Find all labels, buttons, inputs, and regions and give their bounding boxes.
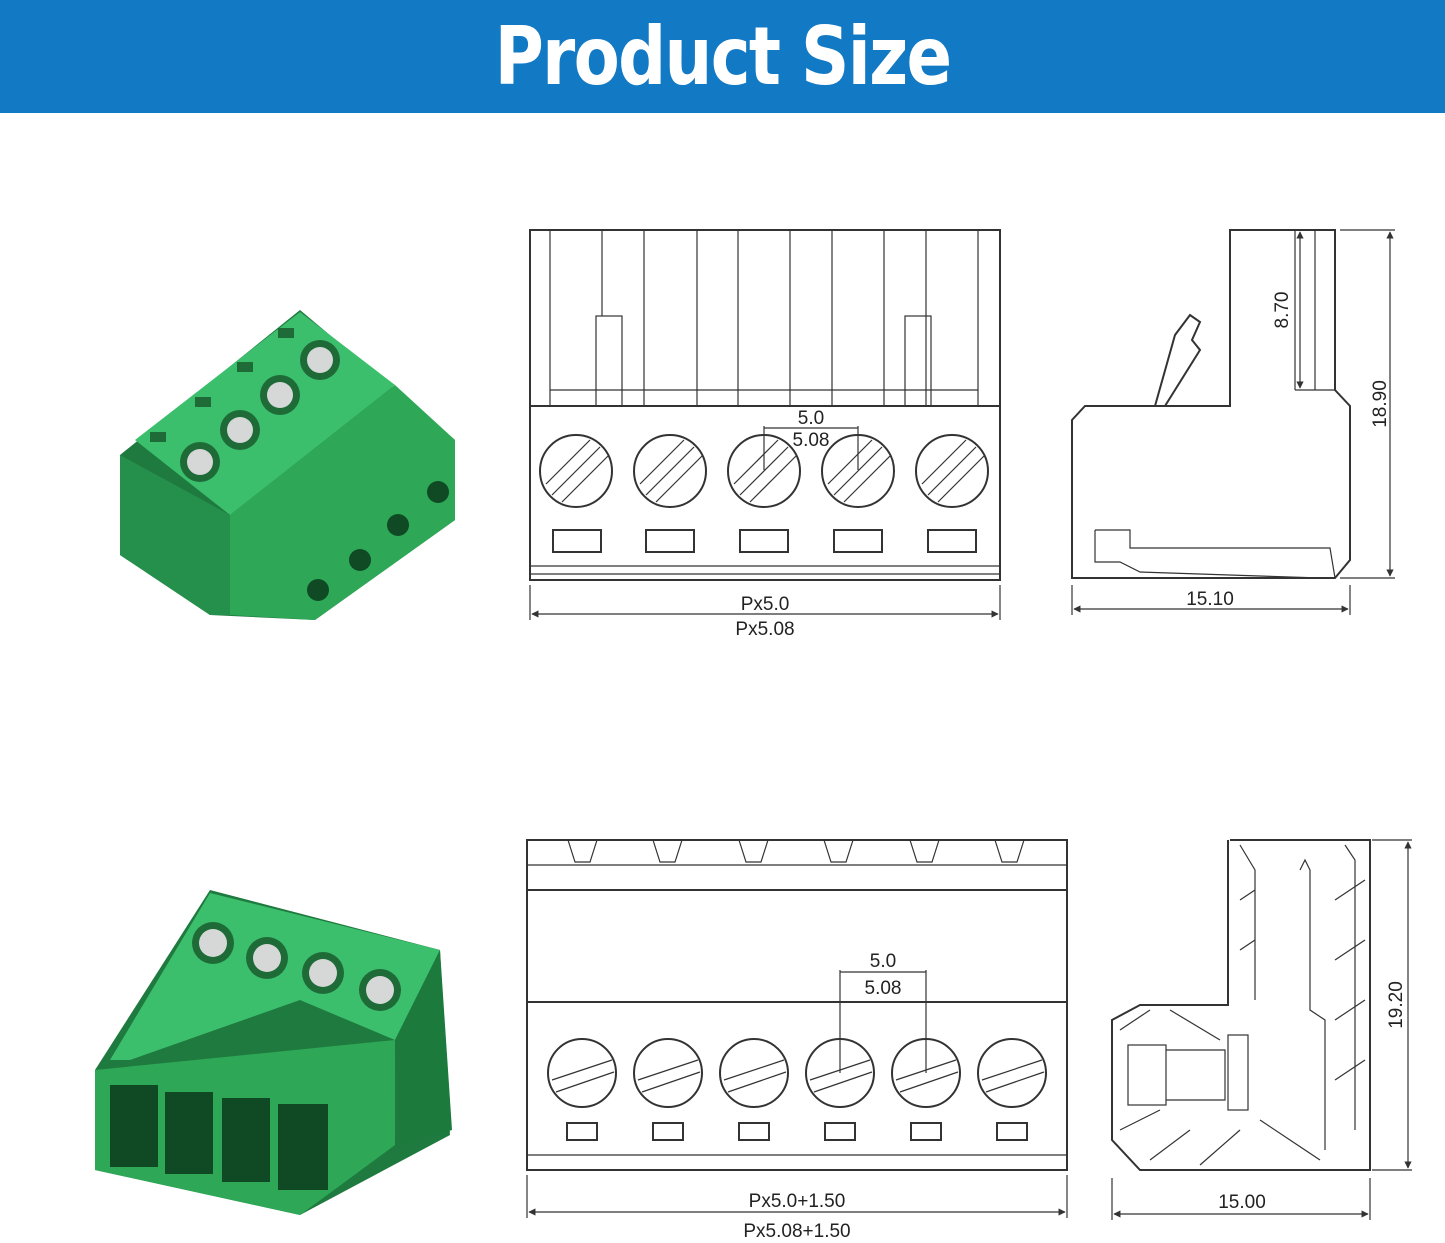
side-view-drawing-bottom	[1111, 839, 1412, 1220]
top-depth: 15.10	[1186, 589, 1234, 610]
top-height-small: 8.70	[1272, 292, 1293, 329]
side-view-drawing-top	[1071, 229, 1395, 615]
bottom-width-b: Px5.08+1.50	[743, 1221, 850, 1242]
bottom-height-total: 19.20	[1386, 981, 1407, 1029]
bottom-width-a: Px5.0+1.50	[749, 1191, 846, 1212]
top-width-a: Px5.0	[741, 594, 790, 615]
terminal-block-photo-header	[95, 890, 452, 1215]
bottom-depth: 15.00	[1218, 1192, 1266, 1213]
front-view-drawing-bottom	[526, 839, 1068, 1218]
title-banner: Product Size	[0, 0, 1445, 113]
bottom-pitch-a: 5.0	[870, 951, 896, 972]
top-pitch-a: 5.0	[798, 408, 824, 429]
top-pitch-b: 5.08	[793, 430, 830, 451]
top-height-total: 18.90	[1370, 380, 1391, 428]
terminal-block-photo-plug	[120, 310, 455, 620]
top-width-b: Px5.08	[735, 619, 794, 640]
bottom-pitch-b: 5.08	[865, 978, 902, 999]
front-view-drawing-top	[529, 229, 1001, 620]
banner-title: Product Size	[494, 10, 952, 103]
